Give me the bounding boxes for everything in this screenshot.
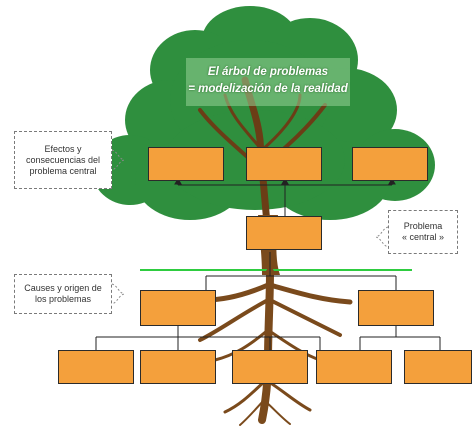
title-line-2: = modelización de la realidad bbox=[188, 83, 348, 95]
root-cause-box-5 bbox=[404, 350, 472, 384]
root-cause-box-2 bbox=[140, 350, 216, 384]
effects-connectors bbox=[174, 178, 396, 216]
callout-pointers bbox=[111, 149, 389, 305]
title-line-1: El árbol de problemas bbox=[207, 66, 329, 78]
effect-box-2 bbox=[246, 147, 322, 181]
root-cause-box-1 bbox=[58, 350, 134, 384]
central-problem-box bbox=[246, 216, 322, 250]
root-cause-box-4 bbox=[316, 350, 392, 384]
effect-box-3 bbox=[352, 147, 428, 181]
causes-callout: Causes y origen de los problemas bbox=[14, 274, 112, 314]
effect-box-1 bbox=[148, 147, 224, 181]
diagram-title: El árbol de problemas = modelización de … bbox=[186, 58, 350, 106]
effects-callout: Efectos y consecuencias del problema cen… bbox=[14, 131, 112, 189]
cause-box-1 bbox=[140, 290, 216, 326]
root-cause-box-3 bbox=[232, 350, 308, 384]
central-problem-callout: Problema « central » bbox=[388, 210, 458, 254]
cause-box-2 bbox=[358, 290, 434, 326]
causes-connectors bbox=[95, 252, 441, 350]
tree-roots bbox=[198, 268, 353, 426]
